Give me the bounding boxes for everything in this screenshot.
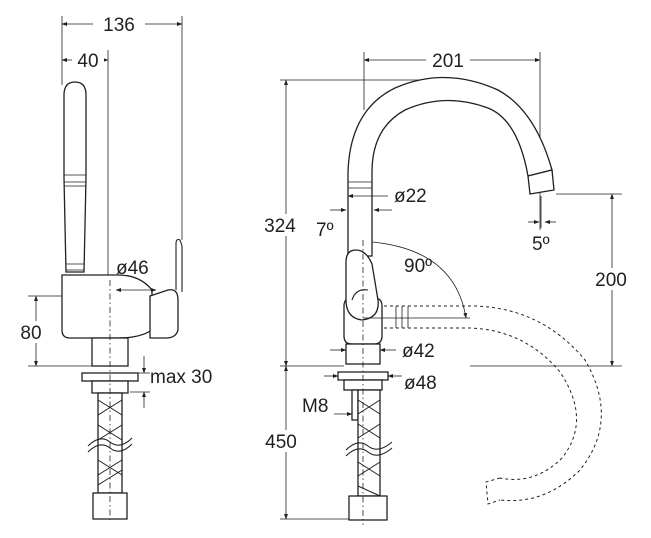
dim-7deg-label: 7º	[316, 220, 334, 241]
dim-80-bg	[16, 321, 48, 343]
front-lever	[345, 249, 379, 321]
dim-136-label: 136	[103, 15, 135, 36]
side-lever	[63, 81, 87, 273]
dim-48-label: ø48	[404, 373, 437, 394]
side-spout-profile	[149, 289, 179, 339]
front-swivel-arc	[371, 241, 468, 319]
dim-200-label: 200	[595, 270, 627, 291]
dim-46-label: ø46	[116, 258, 149, 279]
dim-40-bg	[72, 48, 104, 70]
dim-80-label: 80	[20, 323, 41, 344]
dim-450-bg	[258, 430, 306, 452]
dim-201-bg	[426, 48, 470, 70]
front-view: 201 90º	[258, 48, 634, 525]
dim-22-label: ø22	[394, 186, 427, 207]
dim-max30-label: max 30	[150, 367, 212, 388]
side-spout-handle	[175, 238, 183, 292]
front-spout	[347, 76, 553, 257]
dim-40-label: 40	[77, 51, 98, 72]
front-hose-end	[348, 495, 388, 521]
side-view: 136 40 80	[16, 12, 212, 520]
front-spout-outlet	[527, 169, 555, 195]
front-rotated-spout	[384, 305, 602, 502]
dim-324-bg	[258, 214, 302, 236]
front-lever-highlight	[351, 289, 369, 301]
dim-200-bg	[588, 268, 634, 290]
dim-42-label: ø42	[402, 341, 435, 362]
front-hose-break-2	[345, 447, 393, 457]
dim-5deg-label: 5º	[532, 234, 550, 255]
side-body	[61, 274, 153, 339]
front-swivel-label: 90º	[404, 256, 432, 277]
dim-136-bg	[93, 12, 145, 34]
dim-201-label: 201	[432, 51, 464, 72]
front-hose-braid	[357, 399, 381, 497]
front-m8-rod	[351, 389, 359, 421]
front-hose-break	[345, 441, 393, 451]
front-rotated-spout-outlet	[485, 477, 501, 505]
dim-450-label: 450	[265, 432, 297, 453]
dim-324-label: 324	[264, 216, 296, 237]
front-rotated-spout-joint	[395, 306, 409, 328]
dim-m8-label: M8	[302, 396, 328, 417]
